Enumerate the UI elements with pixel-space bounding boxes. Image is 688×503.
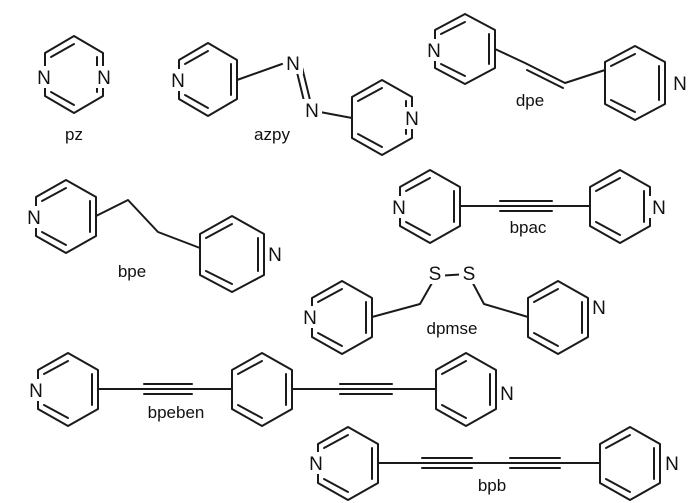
- bpb-n-left: N: [309, 454, 323, 475]
- dpe-n-right: N: [673, 74, 687, 95]
- dpmse-n-left: N: [303, 308, 317, 329]
- pz-n-right: N: [97, 68, 111, 89]
- pz-ring: [44, 35, 104, 114]
- azpy-n-ring-left: N: [171, 71, 185, 92]
- dpmse-n-right: N: [592, 298, 606, 319]
- bpac-n-left: N: [392, 198, 406, 219]
- pz-double-bonds: [50, 43, 98, 106]
- bpb-n-right: N: [665, 454, 679, 475]
- molecule-dpe: N N dpe: [424, 13, 688, 121]
- dpe-label: dpe: [516, 91, 544, 110]
- bpe-n-left: N: [27, 208, 41, 229]
- bpe-label: bpe: [118, 262, 146, 281]
- molecule-bpe: N N bpe: [24, 179, 285, 293]
- dpmse-s-2: S: [463, 264, 476, 285]
- azpy-n-ring-right: N: [405, 109, 419, 130]
- molecule-bpac: N N bpac: [389, 169, 669, 244]
- molecule-bpeben: N N bpeben: [26, 352, 517, 427]
- bpeben-n-right: N: [500, 384, 514, 405]
- bpeben-label: bpeben: [148, 403, 205, 422]
- dpmse-s-1: S: [429, 264, 442, 285]
- molecule-bpb: N N bpb: [306, 426, 682, 501]
- azpy-label: azpy: [254, 125, 290, 144]
- molecule-pz: N N pz: [34, 35, 114, 144]
- bpac-label: bpac: [510, 218, 547, 237]
- dpmse-label: dpmse: [426, 319, 477, 338]
- bpe-n-right: N: [268, 245, 282, 266]
- azpy-n-azo-2: N: [305, 101, 319, 122]
- azpy-n-azo-1: N: [286, 54, 300, 75]
- dpe-n-left: N: [427, 41, 441, 62]
- molecule-dpmse: N S S N dpmse: [300, 262, 609, 355]
- bpb-label: bpb: [478, 476, 506, 495]
- bpac-n-right: N: [652, 198, 666, 219]
- pz-n-left: N: [37, 68, 51, 89]
- bpeben-n-left: N: [29, 381, 43, 402]
- pz-label: pz: [65, 125, 83, 144]
- molecule-azpy: N N N N azpy: [168, 42, 422, 156]
